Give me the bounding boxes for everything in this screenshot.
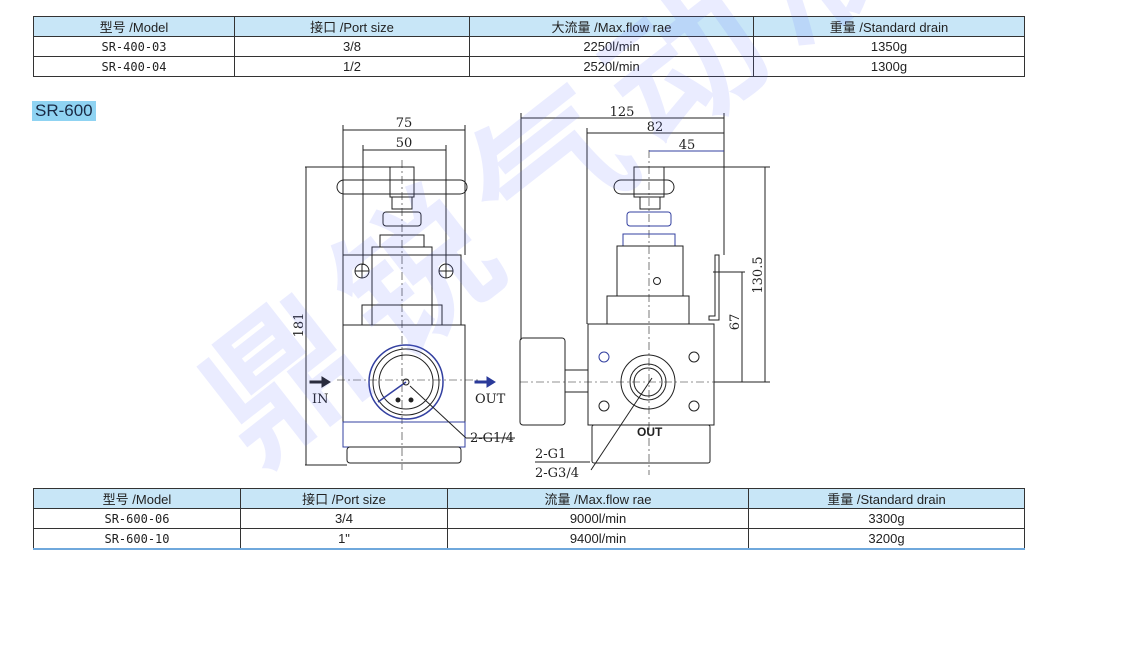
header-port: 接口 /Port size	[240, 488, 448, 509]
dim-82: 82	[647, 120, 664, 135]
dim-50: 50	[396, 136, 413, 151]
table-header-row: 型号 /Model 接口 /Port size 大流量 /Max.flow ra…	[33, 16, 1025, 37]
label-out: OUT	[475, 392, 506, 407]
header-model: 型号 /Model	[33, 488, 241, 509]
cell-port: 3/4	[240, 508, 448, 529]
dim-130-5: 130.5	[751, 256, 766, 293]
cell-weight: 3200g	[748, 528, 1025, 550]
cell-flow: 9400l/min	[447, 528, 749, 550]
table-row: SR-400-04 1/2 2520l/min 1300g	[33, 56, 1025, 77]
cell-model: SR-600-10	[33, 528, 241, 550]
dim-45: 45	[679, 138, 696, 153]
label-body-out: OUT	[637, 425, 663, 439]
cell-weight: 1300g	[753, 56, 1025, 77]
cell-flow: 9000l/min	[447, 508, 749, 529]
table-row: SR-600-06 3/4 9000l/min 3300g	[33, 508, 1025, 529]
dim-75: 75	[396, 116, 413, 131]
dim-125: 125	[610, 105, 635, 120]
cell-weight: 3300g	[748, 508, 1025, 529]
cell-model: SR-400-04	[33, 56, 235, 77]
header-flow: 大流量 /Max.flow rae	[469, 16, 754, 37]
header-port: 接口 /Port size	[234, 16, 470, 37]
table-row: SR-400-03 3/8 2250l/min 1350g	[33, 36, 1025, 57]
table-row: SR-600-10 1" 9400l/min 3200g	[33, 528, 1025, 550]
cell-model: SR-600-06	[33, 508, 241, 529]
side-view	[519, 113, 770, 475]
sr600-spec-table: 型号 /Model 接口 /Port size 流量 /Max.flow rae…	[33, 488, 1025, 550]
label-in: IN	[312, 392, 329, 407]
cell-flow: 2520l/min	[469, 56, 754, 77]
header-flow: 流量 /Max.flow rae	[447, 488, 749, 509]
label-port-g1: 2-G1	[535, 447, 566, 462]
cell-port: 1"	[240, 528, 448, 550]
front-dimensions: 75 50 181 IN OUT 2-G1/4	[292, 116, 514, 446]
header-weight: 重量 /Standard drain	[748, 488, 1025, 509]
section-title: SR-600	[32, 101, 96, 121]
front-view	[305, 125, 515, 470]
cell-port: 1/2	[234, 56, 470, 77]
sr400-spec-table: 型号 /Model 接口 /Port size 大流量 /Max.flow ra…	[33, 16, 1025, 77]
side-dimensions: 125 82 45 130.5 67 2-G1 2-G3/4 OUT	[535, 105, 766, 481]
dim-67: 67	[728, 314, 743, 331]
label-port-g34: 2-G3/4	[535, 466, 579, 481]
cell-flow: 2250l/min	[469, 36, 754, 57]
table-header-row: 型号 /Model 接口 /Port size 流量 /Max.flow rae…	[33, 488, 1025, 509]
dim-181: 181	[292, 313, 307, 338]
label-port-g14: 2-G1/4	[470, 431, 514, 446]
header-model: 型号 /Model	[33, 16, 235, 37]
